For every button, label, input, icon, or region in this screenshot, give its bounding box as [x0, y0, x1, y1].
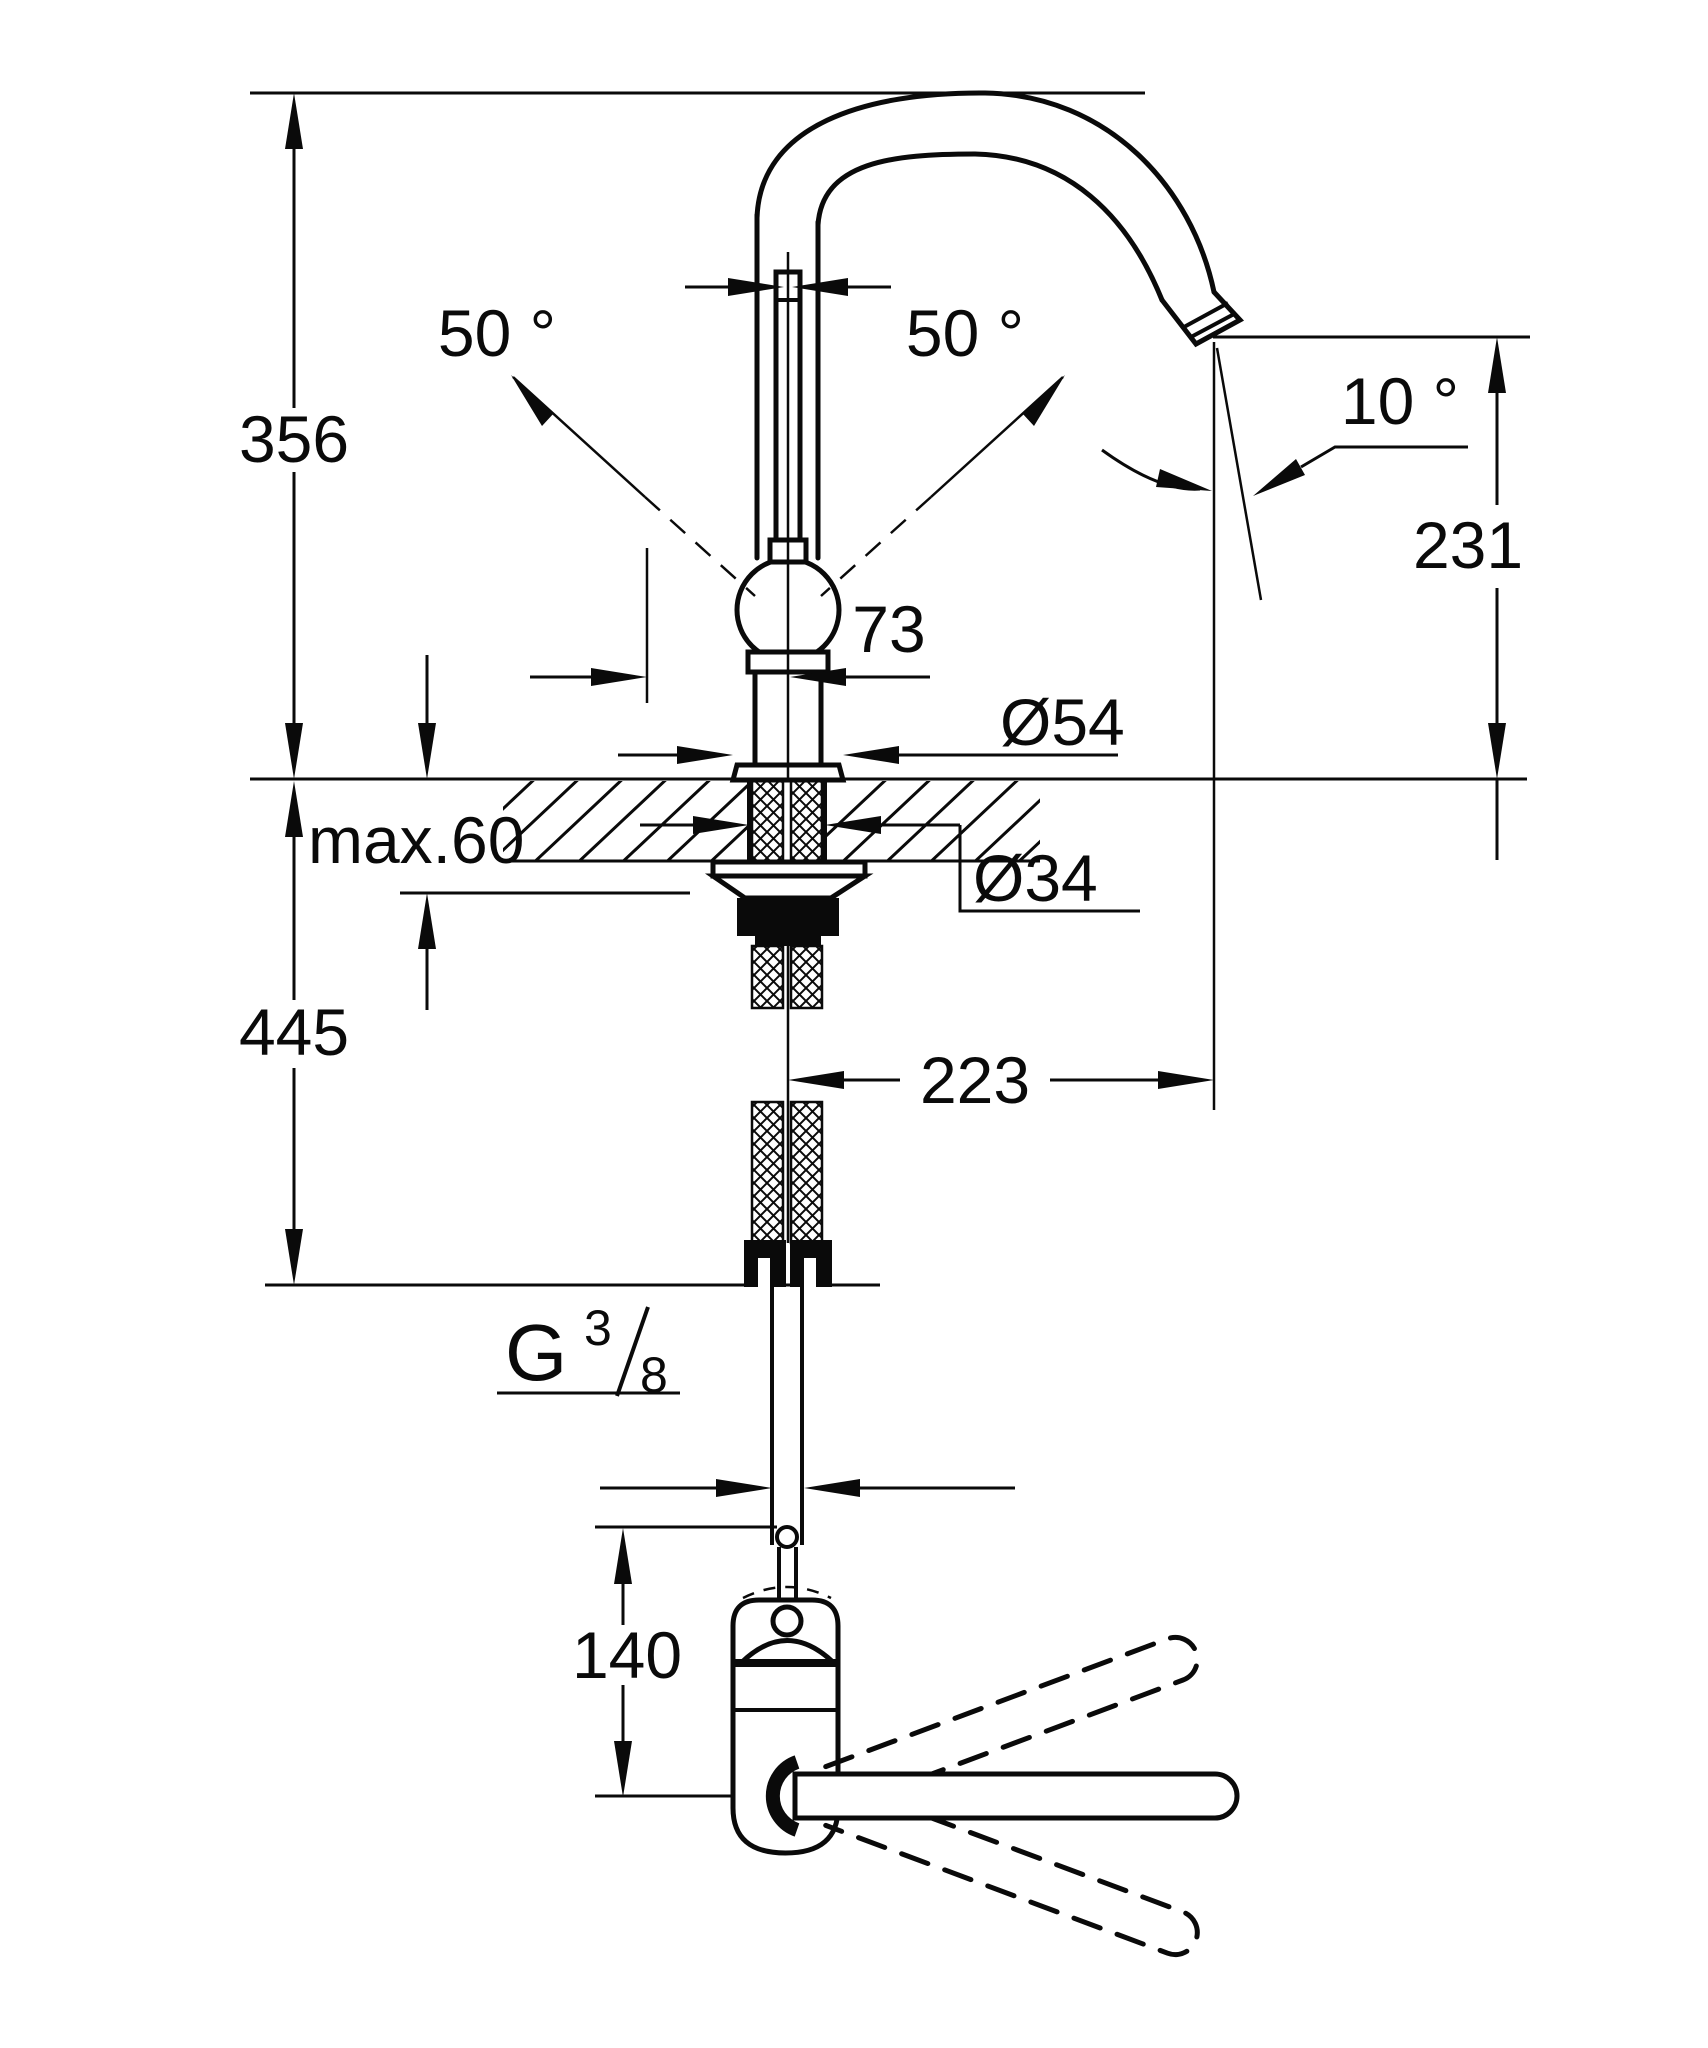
dim-d54-label: Ø54	[1000, 685, 1125, 759]
g38-numerator: 3	[584, 1300, 612, 1356]
dim-73-label: 73	[852, 592, 925, 666]
cone	[704, 873, 874, 901]
dimension-d34: Ø34	[640, 816, 1140, 915]
dim-50-left-label: 50 °	[438, 296, 556, 370]
dimension-140: 140	[572, 1528, 682, 1797]
dimension-10deg: 10 °	[1253, 364, 1468, 496]
tilt-10deg-line	[1215, 347, 1263, 601]
swivel-50-left	[511, 375, 756, 597]
supply-pipe	[770, 1287, 804, 1545]
plan-dome-arc	[738, 1638, 837, 1666]
dim-10deg-label: 10 °	[1341, 364, 1459, 438]
plan-arm-solid	[792, 1771, 1240, 1821]
lever-top-arrows	[685, 278, 891, 296]
dim-223-label: 223	[920, 1043, 1030, 1117]
plan-faucet	[730, 1525, 1240, 1958]
spout-nozzle	[1159, 289, 1245, 348]
plan-view: 140	[572, 1525, 1240, 1958]
dim-231-label: 231	[1413, 508, 1523, 582]
g38-denominator: 8	[640, 1347, 668, 1403]
plan-lever-ball	[770, 1604, 804, 1638]
side-view: 356 445 max.60 73	[239, 90, 1530, 1545]
dim-445-label: 445	[239, 995, 349, 1069]
plan-arm-dashed-upper	[823, 1634, 1200, 1811]
dimension-73: 73	[530, 548, 930, 703]
faucet-body	[729, 90, 1245, 783]
dimension-50deg-labels: 50 ° 50 °	[438, 296, 1024, 370]
plan-dashed-arc	[742, 1585, 832, 1600]
dimension-d54: Ø54	[618, 685, 1125, 764]
dimension-356: 356	[239, 91, 1145, 779]
mounting-shank	[747, 779, 827, 863]
plan-lever-tip	[775, 1525, 799, 1549]
swivel-50-right	[820, 375, 1065, 597]
spout-inner-arc	[815, 151, 1165, 303]
dimension-g38: G 3 8	[497, 1300, 1015, 1497]
supply-hoses	[744, 944, 832, 1287]
dimension-231: 231	[1213, 335, 1530, 860]
dimension-445: 445	[239, 781, 349, 1285]
mounting-nut	[737, 898, 839, 936]
dim-max60-label: max.60	[308, 803, 524, 877]
mounting-hardware	[704, 859, 874, 946]
dimension-223: 223	[788, 1043, 1214, 1117]
g38-letter: G	[505, 1308, 567, 1397]
dimension-max60: max.60	[308, 655, 524, 1010]
plan-arm-dashed-lower	[823, 1781, 1200, 1958]
dim-d34-label: Ø34	[973, 841, 1098, 915]
plan-arm-boss	[765, 1755, 800, 1837]
outlet-axis-lines	[1101, 342, 1263, 1110]
dim-140-label: 140	[572, 1618, 682, 1692]
dim-50-right-label: 50 °	[906, 296, 1024, 370]
dim-356-label: 356	[239, 402, 349, 476]
